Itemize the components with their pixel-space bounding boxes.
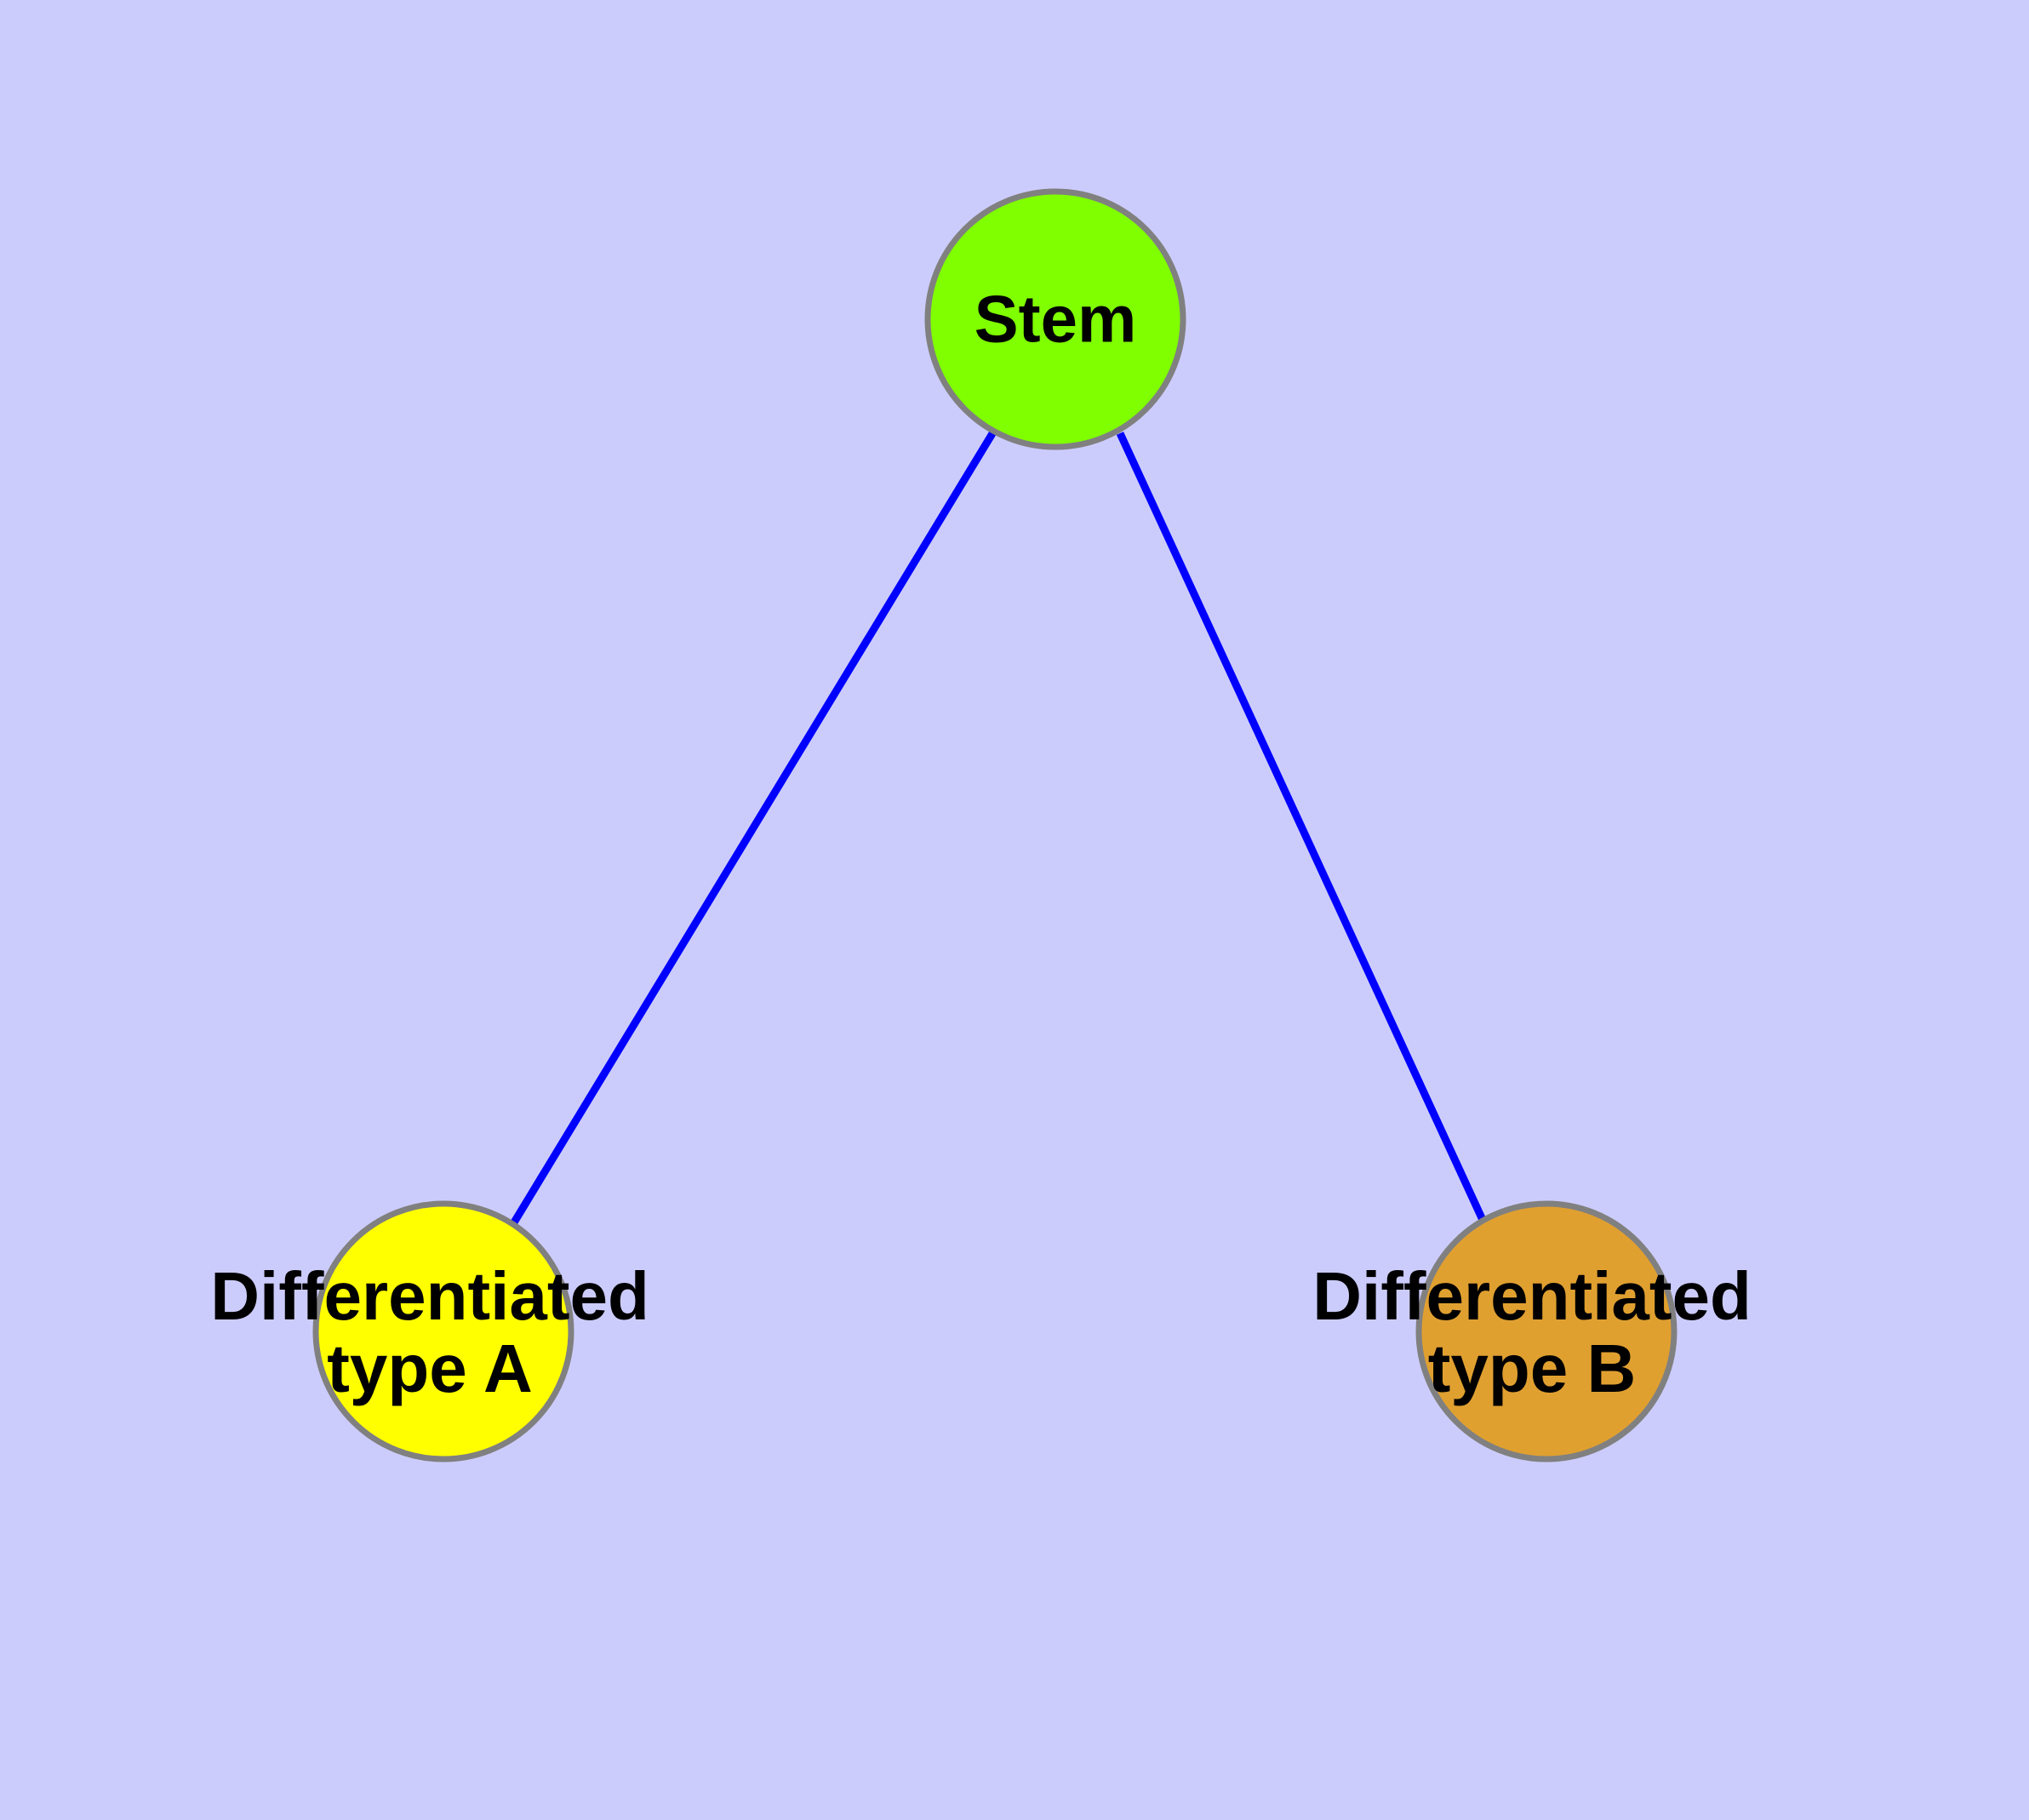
node-layer bbox=[312, 188, 1677, 1462]
node-type-b[interactable] bbox=[1415, 1200, 1677, 1462]
edge-stem-to-type-a[interactable] bbox=[511, 428, 997, 1225]
edge-stem-to-type-b[interactable] bbox=[1116, 432, 1487, 1222]
node-stem[interactable] bbox=[924, 188, 1186, 450]
edge-layer bbox=[511, 428, 1487, 1225]
node-type-a[interactable] bbox=[312, 1200, 574, 1462]
